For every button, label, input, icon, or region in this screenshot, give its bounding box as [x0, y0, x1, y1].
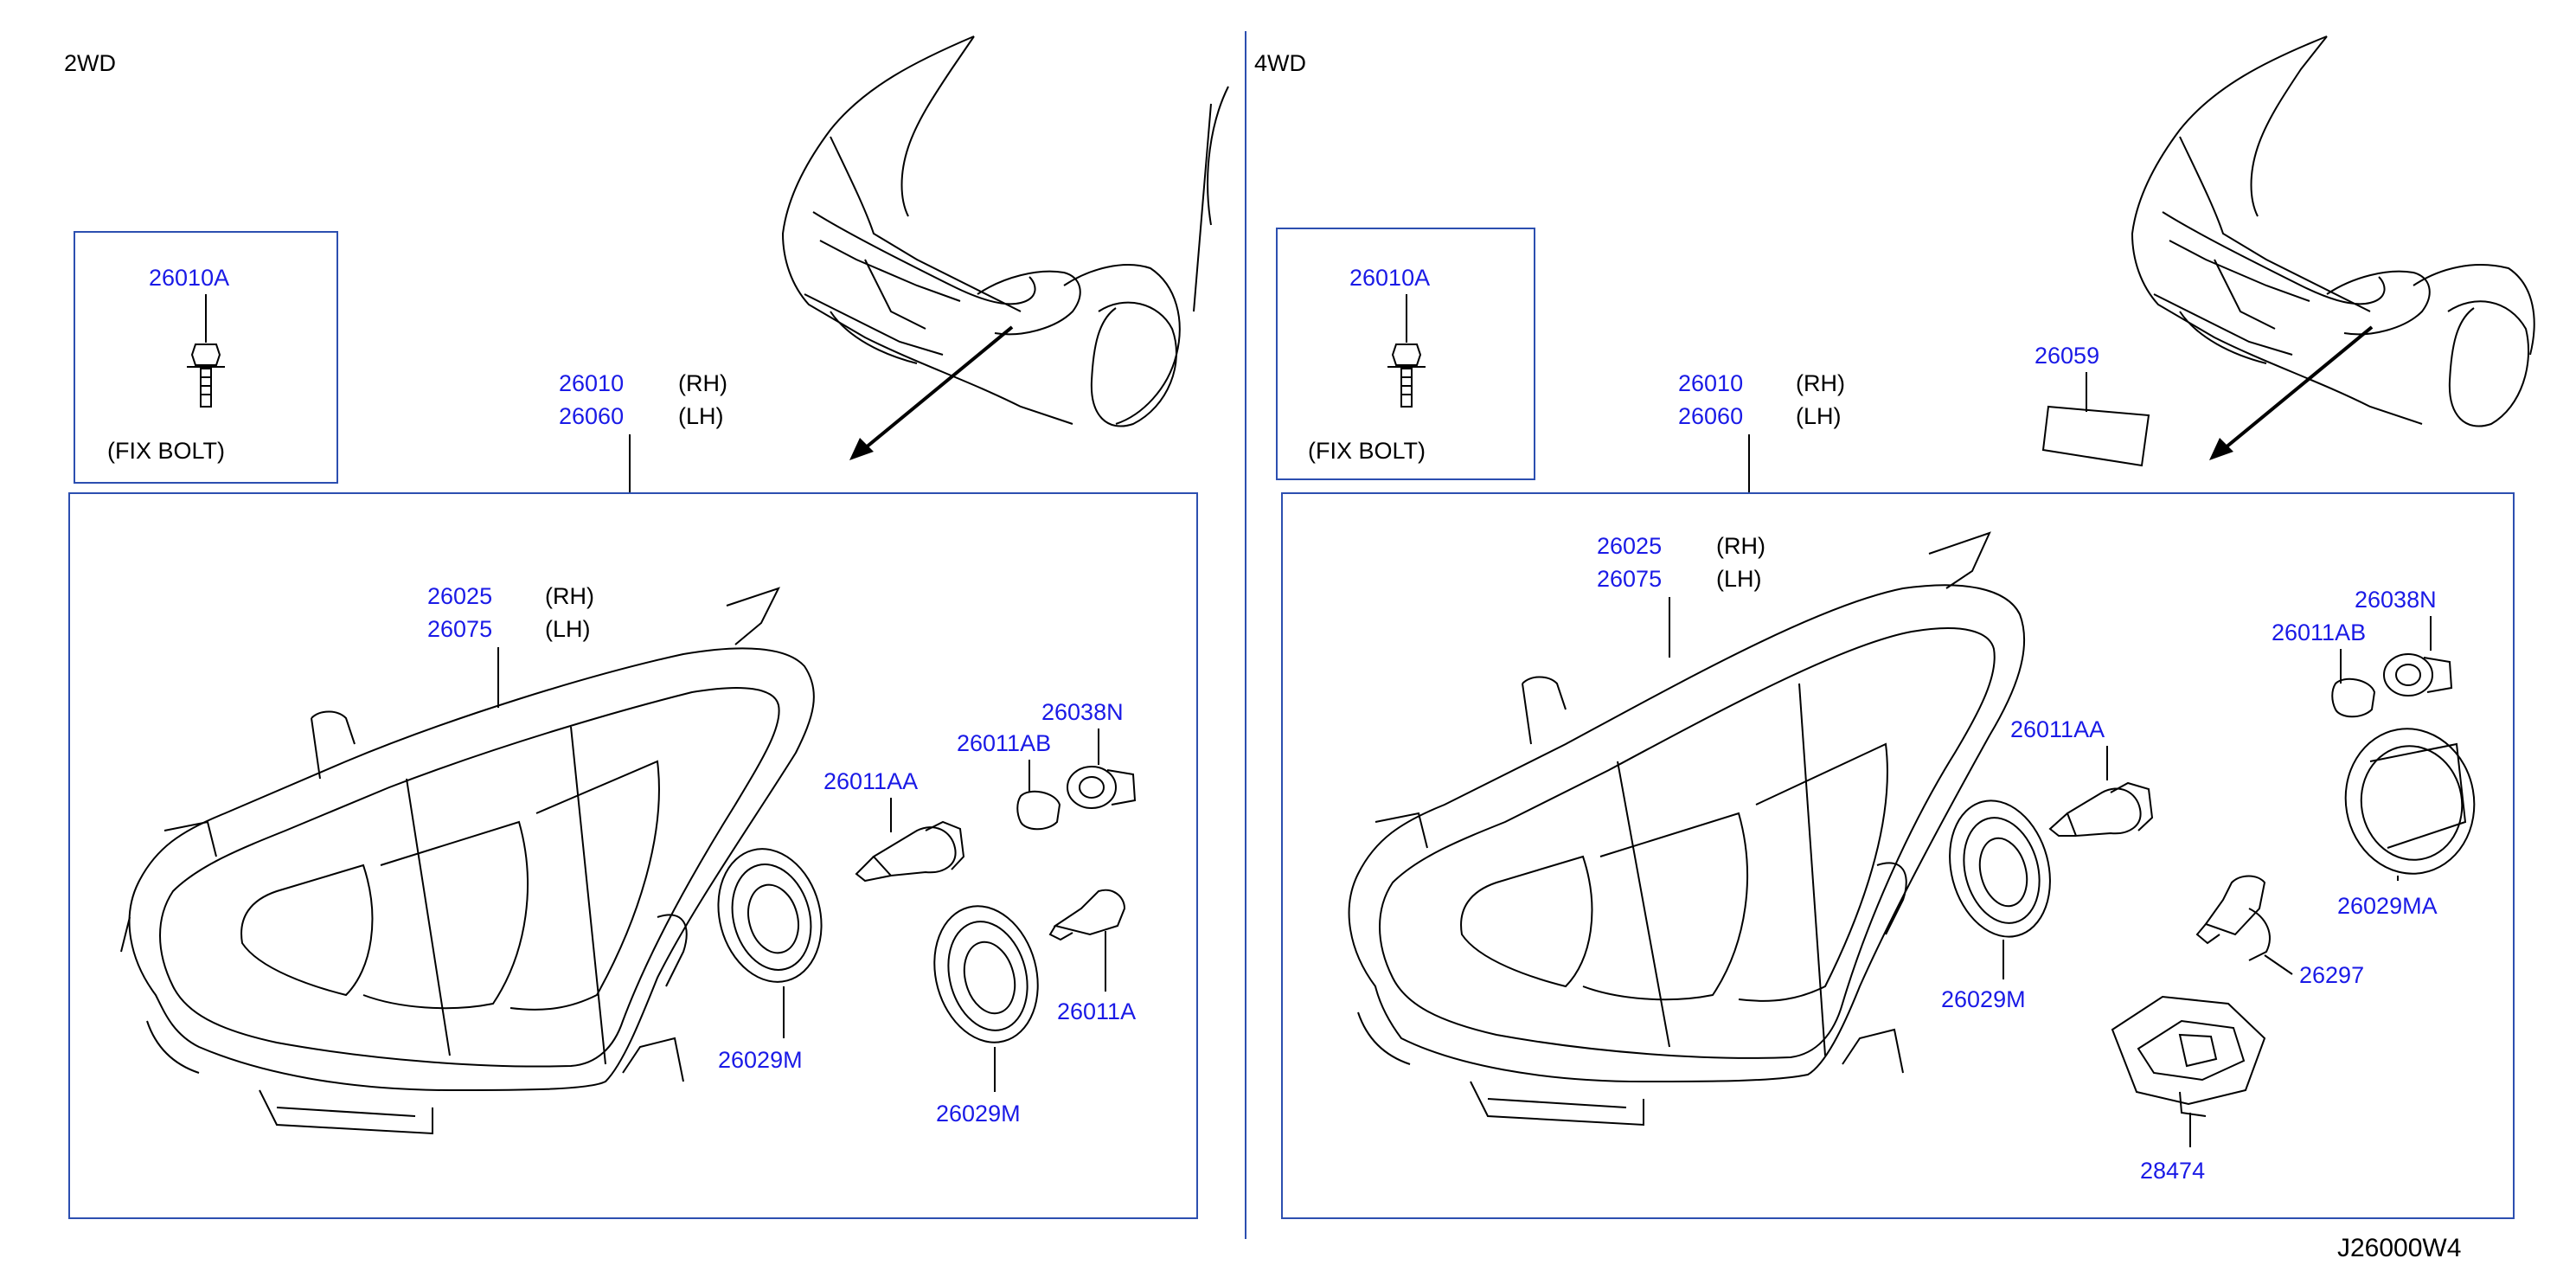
- part-number-26060[interactable]: 26060: [1678, 403, 1743, 429]
- part-number-26029m[interactable]: 26029M: [1941, 986, 2026, 1012]
- part-number-26029m[interactable]: 26029M: [936, 1101, 1021, 1127]
- dust-cap-icon: [2344, 728, 2476, 875]
- variant-label-2wd: 2WD: [64, 50, 116, 76]
- wedge-bulb-icon: [2331, 677, 2376, 718]
- rh-tag: (RH): [1796, 370, 1845, 396]
- part-number-26011aa[interactable]: 26011AA: [2010, 716, 2105, 742]
- bolt-icon: [1387, 343, 1426, 408]
- rh-tag: (RH): [678, 370, 727, 396]
- part-number-26011a[interactable]: 26011A: [1057, 998, 1136, 1024]
- part-number-26010a[interactable]: 26010A: [149, 265, 229, 291]
- part-number-26011ab[interactable]: 26011AB: [957, 730, 1051, 756]
- part-number-26011aa[interactable]: 26011AA: [823, 768, 918, 794]
- part-number-26029m[interactable]: 26029M: [718, 1047, 803, 1073]
- part-number-26029ma[interactable]: 26029MA: [2337, 893, 2438, 919]
- xenon-bulb-icon: [2195, 875, 2271, 961]
- car-front-sketch: [2131, 35, 2535, 427]
- leader-line: [2264, 954, 2293, 975]
- dust-cap-icon: [933, 905, 1039, 1043]
- fix-bolt-caption: (FIX BOLT): [1308, 438, 1426, 464]
- part-number-26025[interactable]: 26025: [1597, 533, 1662, 559]
- part-number-26010[interactable]: 26010: [559, 370, 624, 396]
- lh-tag: (LH): [545, 616, 591, 642]
- part-number-26075[interactable]: 26075: [427, 616, 492, 642]
- part-number-28474[interactable]: 28474: [2140, 1158, 2205, 1184]
- panel-4wd: 4WD 26010A (FIX BOLT) 26059 26010 (RH) 2…: [1254, 35, 2535, 1219]
- part-number-26010a[interactable]: 26010A: [1349, 265, 1430, 291]
- dust-cap-icon: [1949, 799, 2051, 938]
- headlamp-assembly-box: [68, 492, 1198, 1219]
- wedge-bulb-icon: [1016, 790, 1061, 831]
- part-number-26060[interactable]: 26060: [559, 403, 624, 429]
- part-number-26025[interactable]: 26025: [427, 583, 492, 609]
- ballast-unit-icon: [2111, 995, 2266, 1117]
- lh-tag: (LH): [1796, 403, 1842, 429]
- diagram-id: J26000W4: [2337, 1234, 2461, 1262]
- dust-cap-icon: [717, 848, 823, 983]
- part-number-26059[interactable]: 26059: [2035, 343, 2099, 369]
- headlamp-assembly-box: [1281, 492, 2515, 1219]
- variant-label-4wd: 4WD: [1254, 50, 1306, 76]
- rh-tag: (RH): [545, 583, 594, 609]
- small-bulb-icon: [1048, 889, 1126, 941]
- socket-icon: [2383, 653, 2453, 697]
- halogen-bulb-icon: [2048, 781, 2154, 838]
- car-front-sketch: [781, 35, 1229, 427]
- panel-2wd: 2WD 26010A (FIX BOLT) 26010 (RH) 26060 (…: [64, 35, 1229, 1219]
- pointer-arrow: [849, 325, 1014, 460]
- socket-icon: [1067, 766, 1137, 809]
- part-number-26075[interactable]: 26075: [1597, 566, 1662, 592]
- warning-label-icon: [2041, 405, 2150, 467]
- lh-tag: (LH): [678, 403, 724, 429]
- halogen-bulb-icon: [855, 820, 965, 883]
- part-number-26010[interactable]: 26010: [1678, 370, 1743, 396]
- part-number-26038n[interactable]: 26038N: [1041, 699, 1124, 725]
- lh-tag: (LH): [1716, 566, 1762, 592]
- rh-tag: (RH): [1716, 533, 1765, 559]
- headlamp-housing-illustration: [1348, 531, 2026, 1127]
- part-number-26011ab[interactable]: 26011AB: [2272, 620, 2366, 645]
- headlamp-housing-illustration: [120, 587, 815, 1135]
- part-number-26038n[interactable]: 26038N: [2355, 587, 2437, 613]
- pointer-arrow: [2209, 325, 2374, 460]
- bolt-icon: [187, 343, 225, 408]
- fix-bolt-box: [74, 231, 338, 484]
- fix-bolt-caption: (FIX BOLT): [107, 438, 225, 464]
- part-number-26297[interactable]: 26297: [2299, 962, 2364, 988]
- fix-bolt-box: [1276, 228, 1535, 480]
